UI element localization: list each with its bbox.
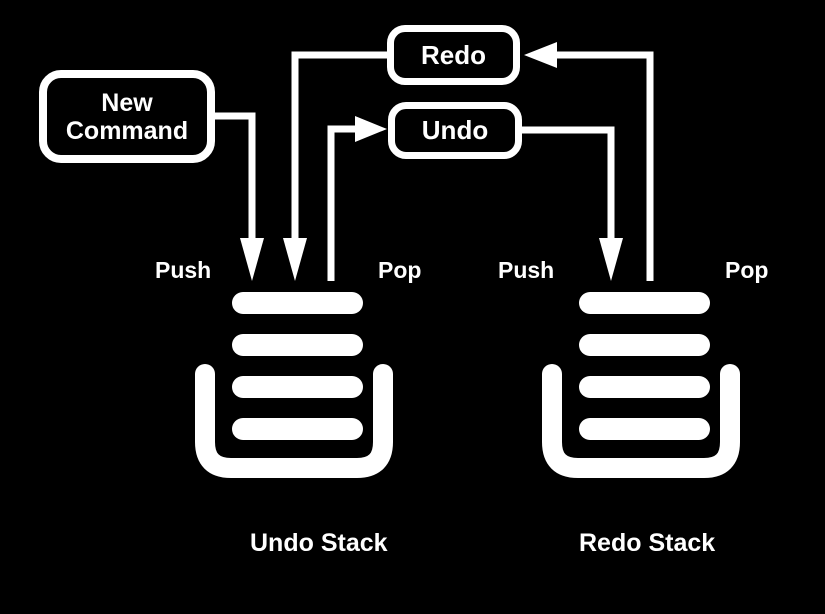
- redo-stack-push-label: Push: [498, 257, 555, 283]
- redo-stack-pop-label: Pop: [725, 257, 769, 283]
- undo-stack-push-label: Push: [155, 257, 212, 283]
- undo-node: Undo: [388, 102, 522, 159]
- arrow-redo-stack-to-redo: [524, 42, 654, 281]
- arrow-new-command-to-undo-stack: [215, 112, 264, 281]
- arrow-redo-to-undo-stack: [283, 51, 387, 281]
- undo-stack-caption: Undo Stack: [250, 529, 388, 557]
- undo-node-label: Undo: [421, 115, 489, 145]
- arrow-undo-stack-to-undo: [327, 116, 387, 281]
- new-command-label-line2: Command: [65, 116, 189, 145]
- redo-stack-caption: Redo Stack: [579, 529, 716, 557]
- arrow-undo-to-redo-stack: [522, 126, 623, 281]
- redo-node-label: Redo: [421, 39, 486, 70]
- redo-node: Redo: [387, 25, 520, 85]
- new-command-label-line1: New: [101, 88, 153, 117]
- undo-stack-pop-label: Pop: [378, 257, 422, 283]
- new-command-node: New Command: [39, 70, 215, 163]
- redo-stack-icon: [552, 292, 730, 468]
- undo-stack-icon: [205, 292, 383, 468]
